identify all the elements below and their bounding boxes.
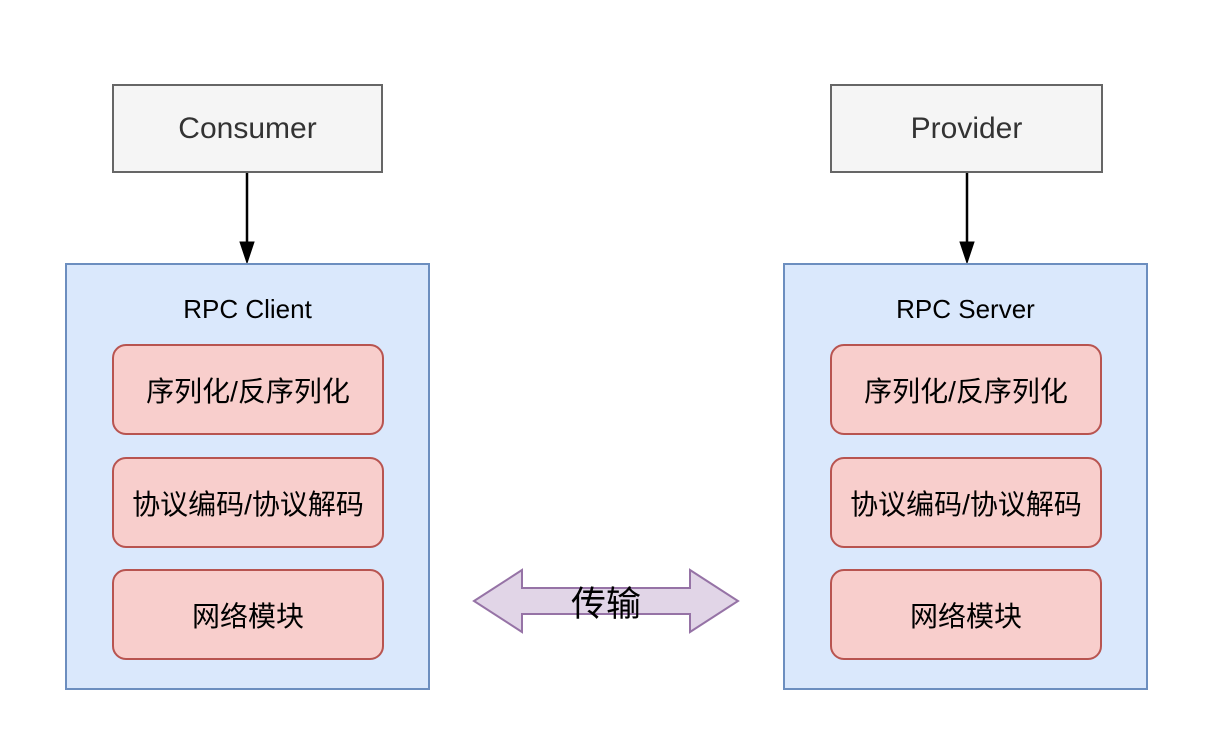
provider-label: Provider	[910, 111, 1023, 145]
consumer-to-client-arrow-icon	[239, 173, 255, 265]
consumer-label: Consumer	[178, 111, 317, 145]
rpc-client-container: RPC Client 序列化/反序列化 协议编码/协议解码 网络模块	[65, 263, 430, 690]
client-module-serialization-label: 序列化/反序列化	[146, 375, 350, 407]
client-module-protocol-codec: 协议编码/协议解码	[112, 457, 384, 548]
client-module-protocol-codec-label: 协议编码/协议解码	[132, 488, 364, 520]
client-module-network: 网络模块	[112, 569, 384, 660]
transport-connector: 传输	[472, 565, 740, 637]
rpc-server-title: RPC Server	[896, 294, 1035, 324]
rpc-client-title: RPC Client	[183, 294, 312, 324]
rpc-server-container: RPC Server 序列化/反序列化 协议编码/协议解码 网络模块	[783, 263, 1148, 690]
server-module-serialization-label: 序列化/反序列化	[864, 375, 1068, 407]
provider-node: Provider	[830, 84, 1103, 173]
server-module-protocol-codec: 协议编码/协议解码	[830, 457, 1102, 548]
server-module-serialization: 序列化/反序列化	[830, 344, 1102, 435]
consumer-node: Consumer	[112, 84, 383, 173]
transport-label: 传输	[570, 584, 641, 624]
client-module-serialization: 序列化/反序列化	[112, 344, 384, 435]
server-module-network-label: 网络模块	[909, 600, 1022, 632]
server-module-protocol-codec-label: 协议编码/协议解码	[850, 488, 1082, 520]
provider-to-server-arrow-icon	[959, 173, 975, 265]
double-arrow-icon	[472, 568, 740, 634]
server-module-network: 网络模块	[830, 569, 1102, 660]
client-module-network-label: 网络模块	[191, 600, 304, 632]
